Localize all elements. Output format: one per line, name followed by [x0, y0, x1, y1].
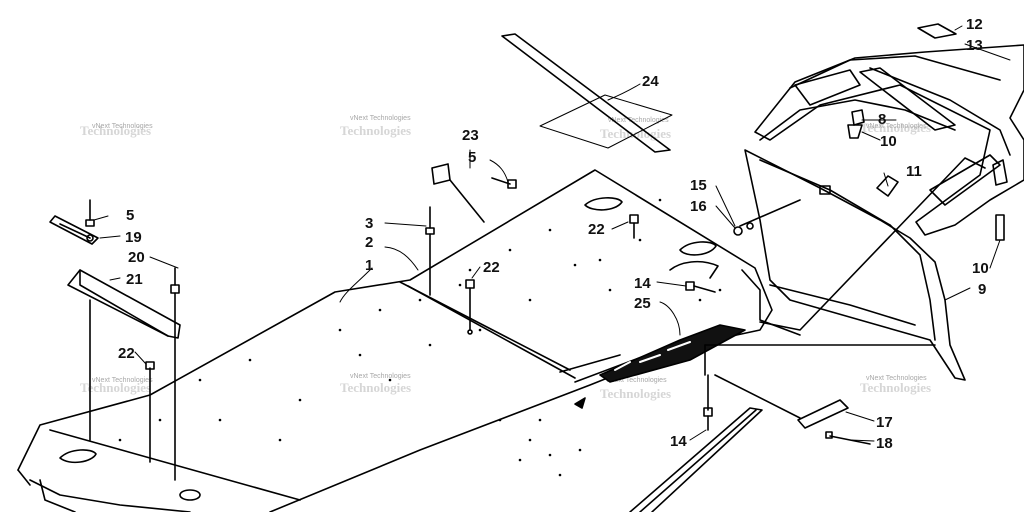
callout-14-lower: 14: [670, 433, 687, 450]
callout-11: 11: [906, 163, 922, 180]
watermark-text: vNext Technologies: [92, 377, 153, 384]
callout-12: 12: [966, 16, 983, 33]
callout-22-middle: 22: [483, 259, 500, 276]
watermark-text: vNext Technologies: [608, 117, 669, 124]
callout-22-right: 22: [588, 221, 605, 238]
rivet-holes: [118, 198, 722, 477]
watermark-shadow: Technologies: [80, 380, 151, 395]
callout-22-left: 22: [118, 345, 135, 362]
callout-14-upper: 14: [634, 275, 651, 292]
hardware-22-on-panel: [465, 214, 639, 335]
left-bracket-assembly: [49, 199, 181, 481]
watermark-text: vNext Technologies: [350, 373, 411, 380]
callout-18: 18: [876, 435, 893, 452]
callout-13: 13: [966, 37, 983, 54]
callout-15: 15: [690, 177, 707, 194]
watermark-shadow: Technologies: [340, 380, 411, 395]
callout-labels: 1 2 3 5 5 8 9 10 10 11 12 13 14 14 15 16…: [118, 16, 989, 452]
callout-5-center: 5: [468, 149, 476, 166]
decal-25: [599, 324, 746, 383]
callout-5-left: 5: [126, 207, 134, 224]
callout-19: 19: [125, 229, 142, 246]
callout-24: 24: [642, 73, 659, 90]
rear-bumper-assembly: [704, 23, 1024, 381]
pin-3: [425, 206, 435, 296]
watermark-text: vNext Technologies: [606, 377, 667, 384]
callout-8: 8: [878, 111, 886, 128]
callout-10-upper: 10: [880, 133, 897, 150]
tag-23: [431, 163, 485, 223]
watermark-text: vNext Technologies: [866, 375, 927, 382]
watermark-shadow: Technologies: [340, 123, 411, 138]
watermark-shadow: Technologies: [600, 386, 671, 401]
watermark-shadow: Technologies: [860, 120, 931, 135]
watermark-text: vNext Technologies: [92, 123, 153, 130]
callout-10-lower: 10: [972, 260, 989, 277]
watermark-text: vNext Technologies: [866, 123, 927, 130]
callout-23: 23: [462, 127, 479, 144]
watermark-layer: Technologies vNext Technologies Technolo…: [80, 115, 931, 401]
callout-9: 9: [978, 281, 986, 298]
bolt-5-center: [491, 177, 517, 189]
callout-1: 1: [365, 257, 373, 274]
callout-20: 20: [128, 249, 145, 266]
callout-2: 2: [365, 234, 373, 251]
leader-lines: [93, 25, 1011, 442]
callout-3: 3: [365, 215, 373, 232]
callout-25: 25: [634, 295, 651, 312]
watermark-shadow: Technologies: [860, 380, 931, 395]
plate-24: [501, 33, 673, 153]
callout-16: 16: [690, 198, 707, 215]
watermark-text: vNext Technologies: [350, 115, 411, 122]
watermark-shadow: Technologies: [80, 123, 151, 138]
callout-21: 21: [126, 271, 143, 288]
callout-17: 17: [876, 414, 893, 431]
